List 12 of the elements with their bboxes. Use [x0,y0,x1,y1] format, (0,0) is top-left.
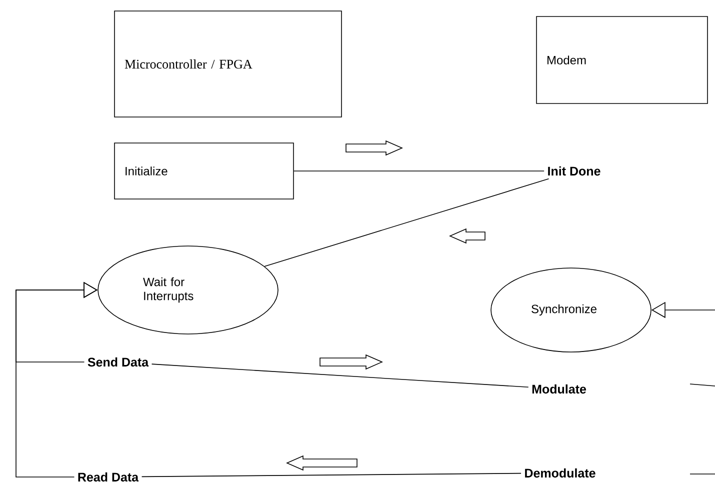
state-label: Read Data [78,472,139,482]
connector [141,472,522,478]
process-box: Microcontroller / FPGA [114,10,342,118]
state-label: Modulate [532,384,586,394]
state-label: Send Data [88,357,149,367]
process-box: Modem [536,16,708,104]
state-label: Demodulate [525,468,596,478]
connector [264,178,550,267]
connector [151,364,529,388]
process-box: Initialize [114,142,294,200]
state-label: Init Done [548,166,600,176]
connector [294,170,544,172]
